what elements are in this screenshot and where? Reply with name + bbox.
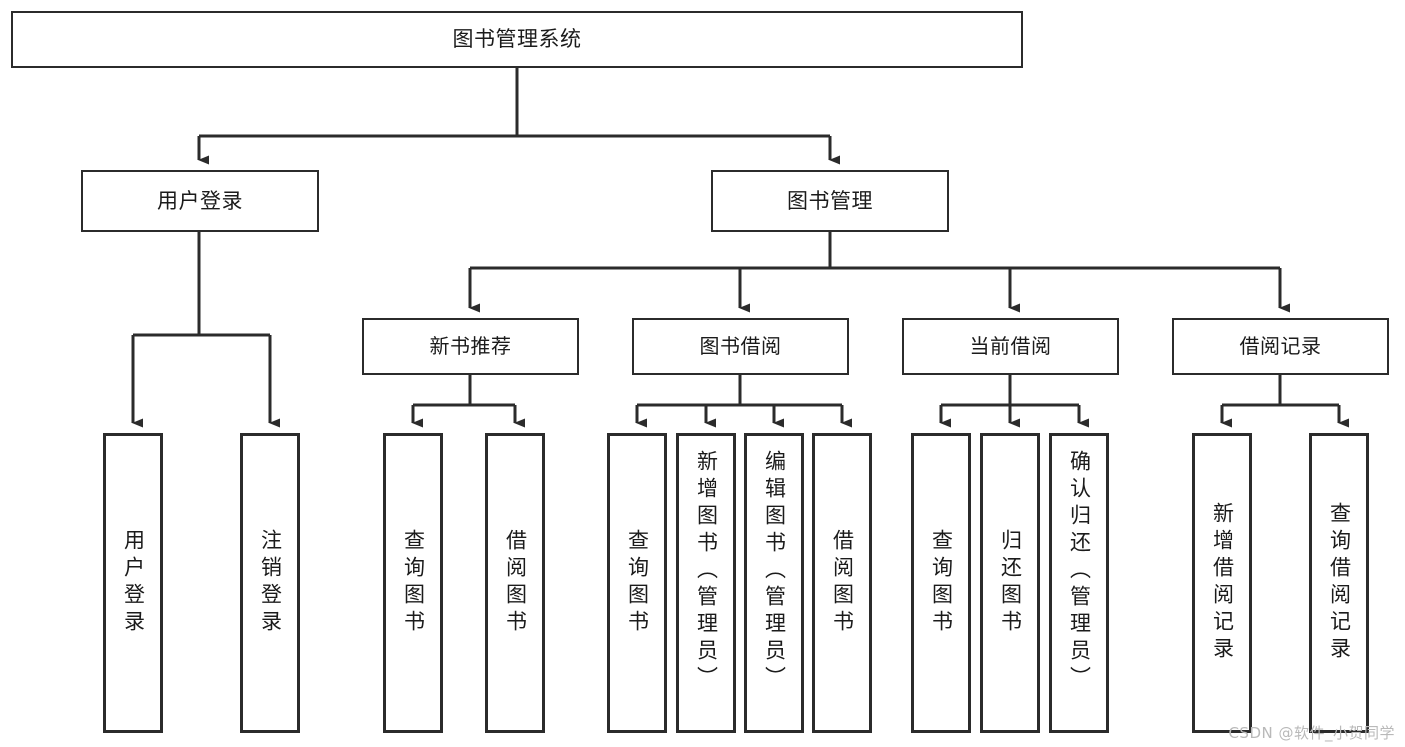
leaf-label: 查询图书 <box>625 529 650 637</box>
node-label: 图书借阅 <box>699 333 782 358</box>
leaf-label: 借阅图书 <box>503 529 528 637</box>
leaf-label: 借阅图书 <box>830 529 855 637</box>
node-new-book-recommend[interactable]: 新书推荐 <box>362 318 579 375</box>
leaf-borrow-record-query-record[interactable]: 查询借阅记录 <box>1309 433 1369 733</box>
leaf-current-borrow-confirm-return-admin[interactable]: 确认归还（管理员） <box>1049 433 1109 733</box>
node-borrow-record[interactable]: 借阅记录 <box>1172 318 1389 375</box>
node-label: 当前借阅 <box>969 333 1052 358</box>
leaf-new-book-query-book[interactable]: 查询图书 <box>383 433 443 733</box>
watermark: CSDN @软件_小贺同学 <box>1228 724 1395 742</box>
node-current-borrow[interactable]: 当前借阅 <box>902 318 1119 375</box>
leaf-book-borrow-borrow-book[interactable]: 借阅图书 <box>812 433 872 733</box>
leaf-label: 编辑图书（管理员） <box>762 450 787 693</box>
leaf-user-login-login[interactable]: 用户登录 <box>103 433 163 733</box>
leaf-label: 查询借阅记录 <box>1327 502 1352 664</box>
leaf-label: 确认归还（管理员） <box>1067 450 1092 693</box>
leaf-label: 新增借阅记录 <box>1210 502 1235 664</box>
leaf-user-login-logout[interactable]: 注销登录 <box>240 433 300 733</box>
node-label: 用户登录 <box>157 188 243 213</box>
leaf-book-borrow-edit-book-admin[interactable]: 编辑图书（管理员） <box>744 433 804 733</box>
node-label: 图书管理 <box>787 188 873 213</box>
leaf-label: 用户登录 <box>121 529 146 637</box>
node-book-borrow[interactable]: 图书借阅 <box>632 318 849 375</box>
leaf-book-borrow-add-book-admin[interactable]: 新增图书（管理员） <box>676 433 736 733</box>
leaf-current-borrow-return-book[interactable]: 归还图书 <box>980 433 1040 733</box>
leaf-label: 新增图书（管理员） <box>694 450 719 693</box>
leaf-label: 查询图书 <box>401 529 426 637</box>
leaf-label: 归还图书 <box>998 529 1023 637</box>
node-user-login[interactable]: 用户登录 <box>81 170 319 232</box>
node-label: 借阅记录 <box>1239 333 1322 358</box>
leaf-label: 注销登录 <box>258 529 283 637</box>
leaf-label: 查询图书 <box>929 529 954 637</box>
leaf-book-borrow-query-book[interactable]: 查询图书 <box>607 433 667 733</box>
leaf-borrow-record-add-record[interactable]: 新增借阅记录 <box>1192 433 1252 733</box>
node-root-book-management-system[interactable]: 图书管理系统 <box>11 11 1023 68</box>
node-book-management[interactable]: 图书管理 <box>711 170 949 232</box>
leaf-new-book-borrow-book[interactable]: 借阅图书 <box>485 433 545 733</box>
node-label: 新书推荐 <box>429 333 512 358</box>
node-label: 图书管理系统 <box>452 27 582 52</box>
leaf-current-borrow-query-book[interactable]: 查询图书 <box>911 433 971 733</box>
